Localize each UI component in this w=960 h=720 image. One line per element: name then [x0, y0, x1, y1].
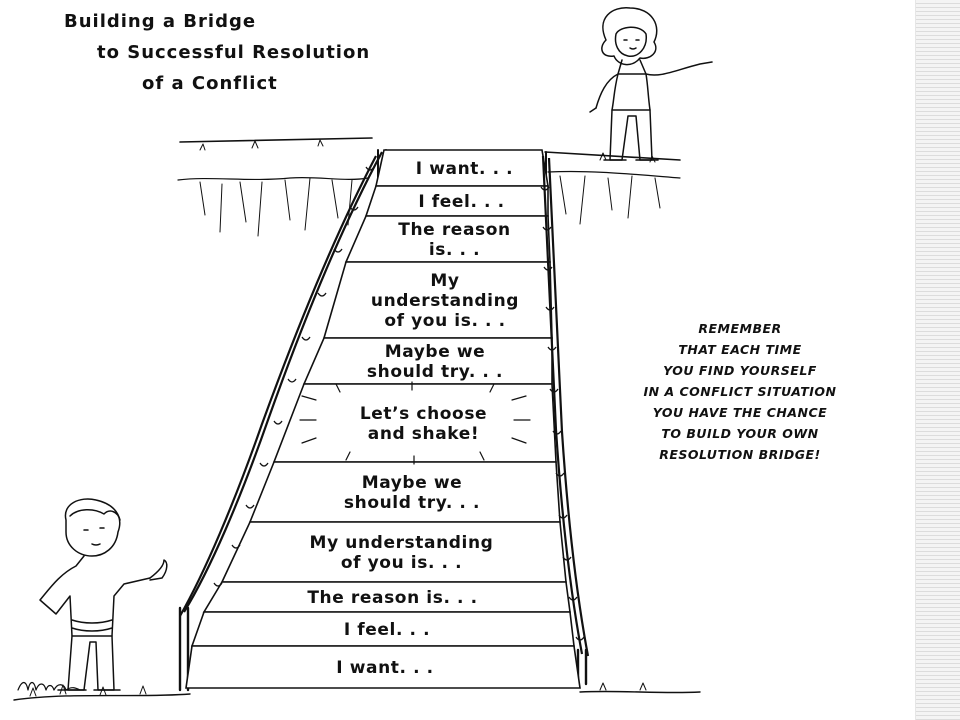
- step-label: should try. . .: [344, 493, 480, 513]
- step-label: I feel. . .: [344, 620, 430, 640]
- rope-knot: [273, 420, 283, 425]
- rope-knot: [259, 462, 269, 467]
- bottom-ground: [13, 682, 701, 701]
- step-label: should try. . .: [367, 362, 503, 382]
- rope-knot: [317, 292, 327, 297]
- step-label: My: [430, 271, 459, 291]
- rope-knot: [540, 186, 550, 191]
- remember-line-2: THAT EACH TIME: [678, 342, 802, 357]
- rope-knot: [545, 306, 555, 311]
- rope-knot: [213, 582, 223, 587]
- rope-knot: [552, 430, 562, 435]
- remember-line-4: IN A CONFLICT SITUATION: [643, 384, 837, 399]
- step-label: and shake!: [368, 424, 480, 444]
- rope-knot: [349, 206, 359, 211]
- step-label: is. . .: [429, 240, 480, 260]
- rope-knot: [575, 636, 585, 641]
- rope-knot: [568, 596, 578, 601]
- remember-line-1: REMEMBER: [698, 321, 782, 336]
- step-label: understanding: [371, 291, 519, 311]
- step-label: I want. . .: [416, 159, 513, 179]
- rope-knot: [301, 336, 311, 341]
- step-label: The reason is. . .: [307, 588, 477, 608]
- top-cliff: [177, 137, 681, 237]
- rope-knot: [542, 226, 552, 231]
- bridge-ropes: [179, 151, 590, 657]
- girl-figure: [589, 7, 713, 161]
- rope-knot: [287, 378, 297, 383]
- step-label: of you is. . .: [341, 553, 462, 573]
- step-label: The reason: [398, 220, 510, 240]
- title-line-3: of a Conflict: [142, 73, 278, 94]
- step-label: I want. . .: [336, 658, 433, 678]
- rope-knot: [543, 266, 553, 271]
- boy-figure: [39, 498, 168, 691]
- vertical-scrollbar[interactable]: [915, 0, 960, 720]
- rope-knot: [558, 514, 568, 519]
- step-label: of you is. . .: [384, 311, 505, 331]
- step-label: My understanding: [310, 533, 494, 553]
- rope-knot: [231, 544, 241, 549]
- step-label: Let’s choose: [360, 404, 487, 424]
- remember-line-3: YOU FIND YOURSELF: [663, 363, 817, 378]
- rope-knot: [547, 346, 557, 351]
- shake-burst: [299, 381, 531, 465]
- bridge-planks: [185, 149, 581, 689]
- step-label: I feel. . .: [418, 192, 504, 212]
- remember-line-5: YOU HAVE THE CHANCE: [652, 405, 828, 420]
- rope-knot: [333, 248, 343, 253]
- remember-line-7: RESOLUTION BRIDGE!: [659, 447, 821, 462]
- step-label: Maybe we: [385, 342, 486, 362]
- bridge-plank: [185, 645, 581, 689]
- page-title: Building a Bridge to Successful Resoluti…: [64, 6, 370, 99]
- remember-note: REMEMBER THAT EACH TIME YOU FIND YOURSEL…: [570, 318, 910, 465]
- remember-line-6: TO BUILD YOUR OWN: [661, 426, 819, 441]
- rope-knot: [562, 556, 572, 561]
- rope-knot: [365, 166, 375, 171]
- rope-knot: [555, 472, 565, 477]
- rope-knot: [245, 504, 255, 509]
- step-label: Maybe we: [362, 473, 463, 493]
- title-line-2: to Successful Resolution: [97, 42, 371, 63]
- title-line-1: Building a Bridge: [64, 11, 257, 32]
- artist-signature: [17, 681, 81, 691]
- rope-knot: [549, 388, 559, 393]
